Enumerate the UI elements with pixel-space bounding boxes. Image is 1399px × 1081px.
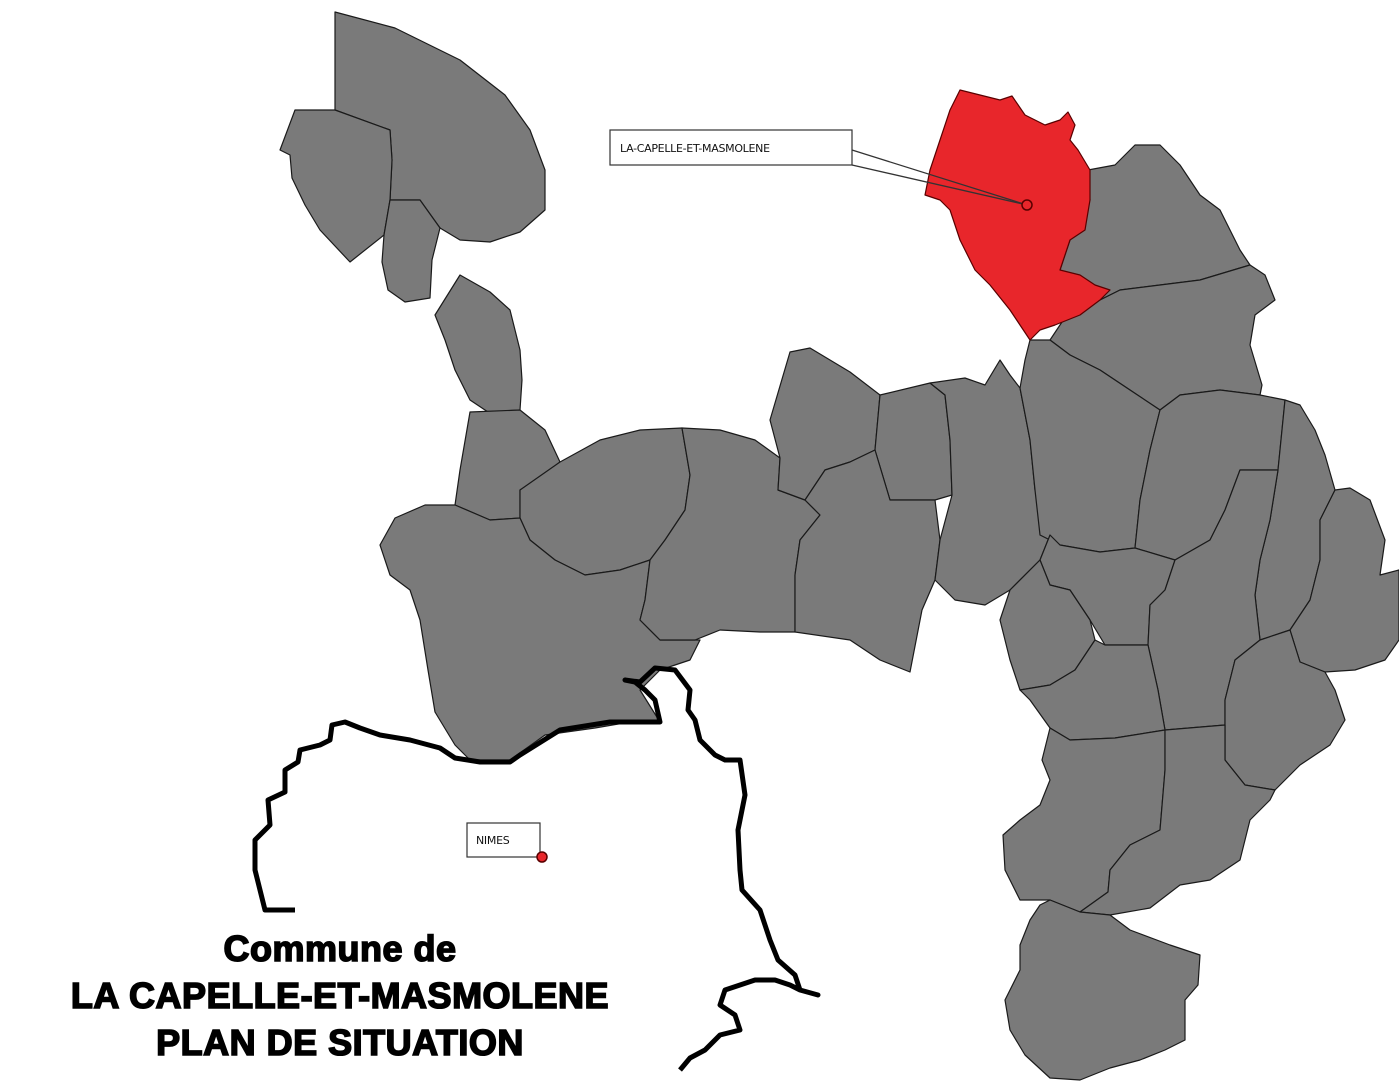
- commune-west-large: [379, 504, 701, 761]
- city-label: NIMES: [476, 834, 510, 847]
- commune-northwest-4: [434, 274, 523, 413]
- city-label-box: [466, 822, 541, 858]
- title-line-3: PLAN DE SITUATION: [155, 1021, 524, 1064]
- commune-label-leader-line-2: [851, 164, 1028, 206]
- commune-south-east: [1004, 899, 1201, 1081]
- title-line-1: Commune de: [223, 927, 457, 970]
- commune-central-6: [794, 449, 941, 673]
- commune-label-leader-line: [851, 149, 1028, 206]
- commune-east-9: [999, 559, 1096, 691]
- department-border-line: [252, 665, 821, 1072]
- commune-northwest-2: [279, 109, 393, 263]
- commune-east-13: [1079, 724, 1276, 916]
- commune-central-5: [874, 382, 953, 501]
- title-line-2: LA CAPELLE-ET-MASMOLENE: [70, 974, 610, 1017]
- commune-label-box: [609, 129, 853, 166]
- commune-northwest-3: [381, 199, 441, 303]
- commune-label: LA-CAPELLE-ET-MASMOLENE: [620, 142, 770, 155]
- map-title-block: Commune de LA CAPELLE-ET-MASMOLENE PLAN …: [0, 925, 680, 1066]
- commune-la-capelle-et-masmolene: [924, 89, 1111, 341]
- commune-east-6: [1289, 487, 1399, 673]
- city-marker-dot: [536, 851, 548, 863]
- commune-east-11: [1224, 629, 1346, 791]
- commune-marker-dot: [1021, 199, 1033, 211]
